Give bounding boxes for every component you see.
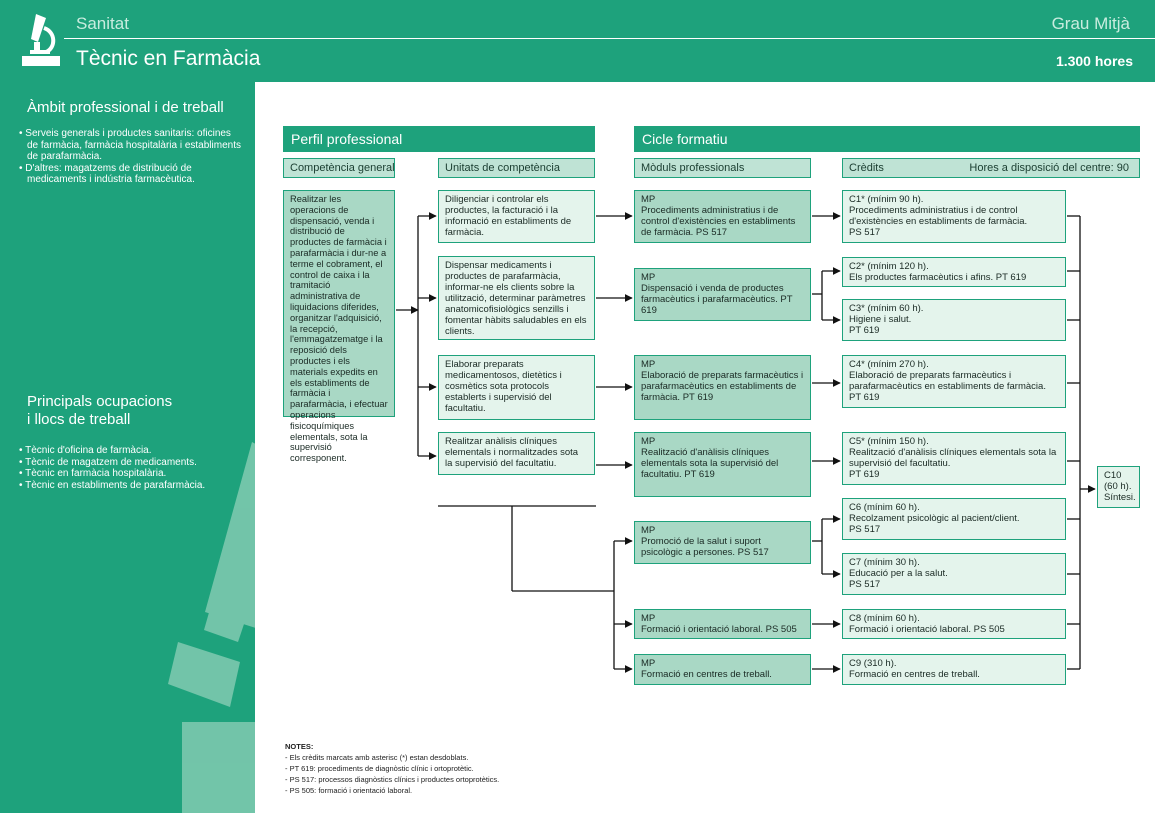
- mp-label: MP: [641, 525, 656, 536]
- modul-box: MP Formació en centres de treball.: [634, 654, 811, 685]
- modul-text: Procediments administratius i de control…: [641, 205, 796, 238]
- credit-text: Recolzament psicològic al pacient/client…: [849, 513, 1020, 524]
- credit-ref: PT 619: [849, 325, 880, 336]
- microscope-icon: [22, 14, 60, 66]
- credit-box: C7 (mínim 30 h). Educació per a la salut…: [842, 553, 1066, 595]
- modul-box: MP Realització d'anàlisis clíniques elem…: [634, 432, 811, 497]
- competencia-general-box: Realitzar les operacions de dispensació,…: [283, 190, 395, 463]
- modul-text: Elaboració de preparats farmacèutics i p…: [641, 370, 804, 403]
- competencia-general-header: Competència general: [283, 158, 395, 178]
- list-item: Tècnic de magatzem de medicaments.: [19, 457, 241, 469]
- ocupacions-title-line2: i llocs de treball: [27, 411, 131, 428]
- ambit-list: Serveis generals i productes sanitaris: …: [19, 128, 241, 186]
- modul-text: Promoció de la salut i suport psicològic…: [641, 536, 769, 558]
- note-item: - PS 517: processos diagnòstics clínics …: [285, 775, 500, 784]
- ocupacions-list: Tècnic d'oficina de farmàcia. Tècnic de …: [19, 445, 241, 491]
- modul-text: Formació en centres de treball.: [641, 669, 772, 680]
- credit-ref: PT 619: [849, 392, 880, 403]
- ocupacions-title-line1: Principals ocupacions: [27, 393, 173, 410]
- credit-text: Realització d'anàlisis clíniques element…: [849, 447, 1057, 469]
- credits-header: Crèdits Hores a disposició del centre: 9…: [842, 158, 1140, 178]
- ambit-title: Àmbit professional i de treball: [27, 99, 224, 116]
- modul-box: MP Procediments administratius i de cont…: [634, 190, 811, 243]
- total-hours: 1.300 hores: [1055, 53, 1133, 69]
- credit-ref: PS 517: [849, 524, 881, 535]
- notes: NOTES: - Els crèdits marcats amb asteris…: [285, 741, 499, 796]
- mp-label: MP: [641, 359, 656, 370]
- credit-ref: PS 517: [849, 579, 881, 590]
- mp-label: MP: [641, 194, 656, 205]
- credit-text: Els productes farmacèutics i afins. PT 6…: [849, 272, 1027, 283]
- list-item: Tècnic d'oficina de farmàcia.: [19, 445, 241, 457]
- credit-box: C8 (mínim 60 h). Formació i orientació l…: [842, 609, 1066, 639]
- moduls-professionals-header: Mòduls professionals: [634, 158, 811, 178]
- credit-box: C9 (310 h). Formació en centres de treba…: [842, 654, 1066, 685]
- credit-ref: PS 517: [849, 227, 881, 238]
- credit-box: C2* (mínim 120 h). Els productes farmacè…: [842, 257, 1066, 287]
- credit-code: C3* (mínim 60 h).: [849, 303, 924, 314]
- credit-box: C1* (mínim 90 h). Procediments administr…: [842, 190, 1066, 243]
- page-title: Tècnic en Farmàcia: [76, 47, 261, 70]
- credit-code: C4* (mínim 270 h).: [849, 359, 929, 370]
- list-item: Tècnic en establiments de parafarmàcia.: [19, 480, 241, 492]
- modul-text: Formació i orientació laboral. PS 505: [641, 624, 797, 635]
- credit-text: Higiene i salut.: [849, 314, 912, 325]
- grade-label: Grau Mitjà: [1051, 14, 1130, 33]
- modul-box: MP Dispensació i venda de productes farm…: [634, 268, 811, 321]
- credit-ref: PT 619: [849, 469, 880, 480]
- credit-code: C1* (mínim 90 h).: [849, 194, 924, 205]
- credit-c10-box: C10 (60 h). Síntesi.: [1097, 466, 1140, 508]
- list-item: D'altres: magatzems de distribució de me…: [19, 163, 241, 186]
- credit-text: Procediments administratius i de control…: [849, 205, 1028, 227]
- credit-code: C2* (mínim 120 h).: [849, 261, 929, 272]
- unitat-box: Realitzar anàlisis clíniques elementals …: [438, 432, 595, 475]
- unitat-box: Diligenciar i controlar els productes, l…: [438, 190, 595, 243]
- note-item: - PT 619: procediments de diagnòstic clí…: [285, 764, 474, 773]
- credit-text: Formació i orientació laboral. PS 505: [849, 624, 1005, 635]
- sector-label: Sanitat: [76, 14, 129, 33]
- credit-box: C6 (mínim 60 h). Recolzament psicològic …: [842, 498, 1066, 540]
- credit-code: C7 (mínim 30 h).: [849, 557, 920, 568]
- cicle-formatiu-band: Cicle formatiu: [634, 126, 1140, 152]
- credit-box: C3* (mínim 60 h). Higiene i salut. PT 61…: [842, 299, 1066, 341]
- credit-code: C8 (mínim 60 h).: [849, 613, 920, 624]
- modul-box: MP Formació i orientació laboral. PS 505: [634, 609, 811, 639]
- modul-text: Realització d'anàlisis clíniques element…: [641, 447, 779, 480]
- unitat-box: Dispensar medicaments i productes de par…: [438, 256, 595, 340]
- unitat-box: Elaborar preparats medicamentosos, dietè…: [438, 355, 595, 420]
- credit-code: C9 (310 h).: [849, 658, 897, 669]
- credit-text: Educació per a la salut.: [849, 568, 948, 579]
- header-title-band: [0, 36, 1155, 82]
- mp-label: MP: [641, 613, 656, 624]
- modul-text: Dispensació i venda de productes farmacè…: [641, 283, 793, 316]
- unitats-competencia-header: Unitats de competència: [438, 158, 595, 178]
- mp-label: MP: [641, 436, 656, 447]
- mp-label: MP: [641, 658, 656, 669]
- list-item: Serveis generals i productes sanitaris: …: [19, 128, 241, 163]
- note-item: - PS 505: formació i orientació laboral.: [285, 786, 413, 795]
- modul-box: MP Promoció de la salut i suport psicolò…: [634, 521, 811, 564]
- modul-box: MP Elaboració de preparats farmacèutics …: [634, 355, 811, 420]
- list-item: Tècnic en farmàcia hospitalària.: [19, 468, 241, 480]
- header-top-band: [0, 0, 1155, 36]
- hores-centre-label: Hores a disposició del centre: 90: [969, 162, 1129, 174]
- sidebar: Àmbit professional i de treball Serveis …: [0, 82, 255, 813]
- microscope-watermark-icon: [168, 442, 255, 813]
- c10-code: C10: [1104, 470, 1122, 481]
- credits-label: Crèdits: [849, 162, 884, 174]
- credit-box: C5* (mínim 150 h). Realització d'anàlisi…: [842, 432, 1066, 485]
- credit-code: C6 (mínim 60 h).: [849, 502, 920, 513]
- notes-title: NOTES:: [285, 742, 314, 751]
- note-item: - Els crèdits marcats amb asterisc (*) e…: [285, 753, 469, 762]
- credit-text: Formació en centres de treball.: [849, 669, 980, 680]
- perfil-professional-band: Perfil professional: [283, 126, 595, 152]
- credit-code: C5* (mínim 150 h).: [849, 436, 929, 447]
- credit-text: Elaboració de preparats farmacèutics i p…: [849, 370, 1046, 392]
- mp-label: MP: [641, 272, 656, 283]
- c10-name: Síntesi.: [1104, 492, 1136, 503]
- header-divider: [64, 38, 1155, 39]
- credit-box: C4* (mínim 270 h). Elaboració de prepara…: [842, 355, 1066, 408]
- c10-hours: (60 h).: [1104, 481, 1132, 492]
